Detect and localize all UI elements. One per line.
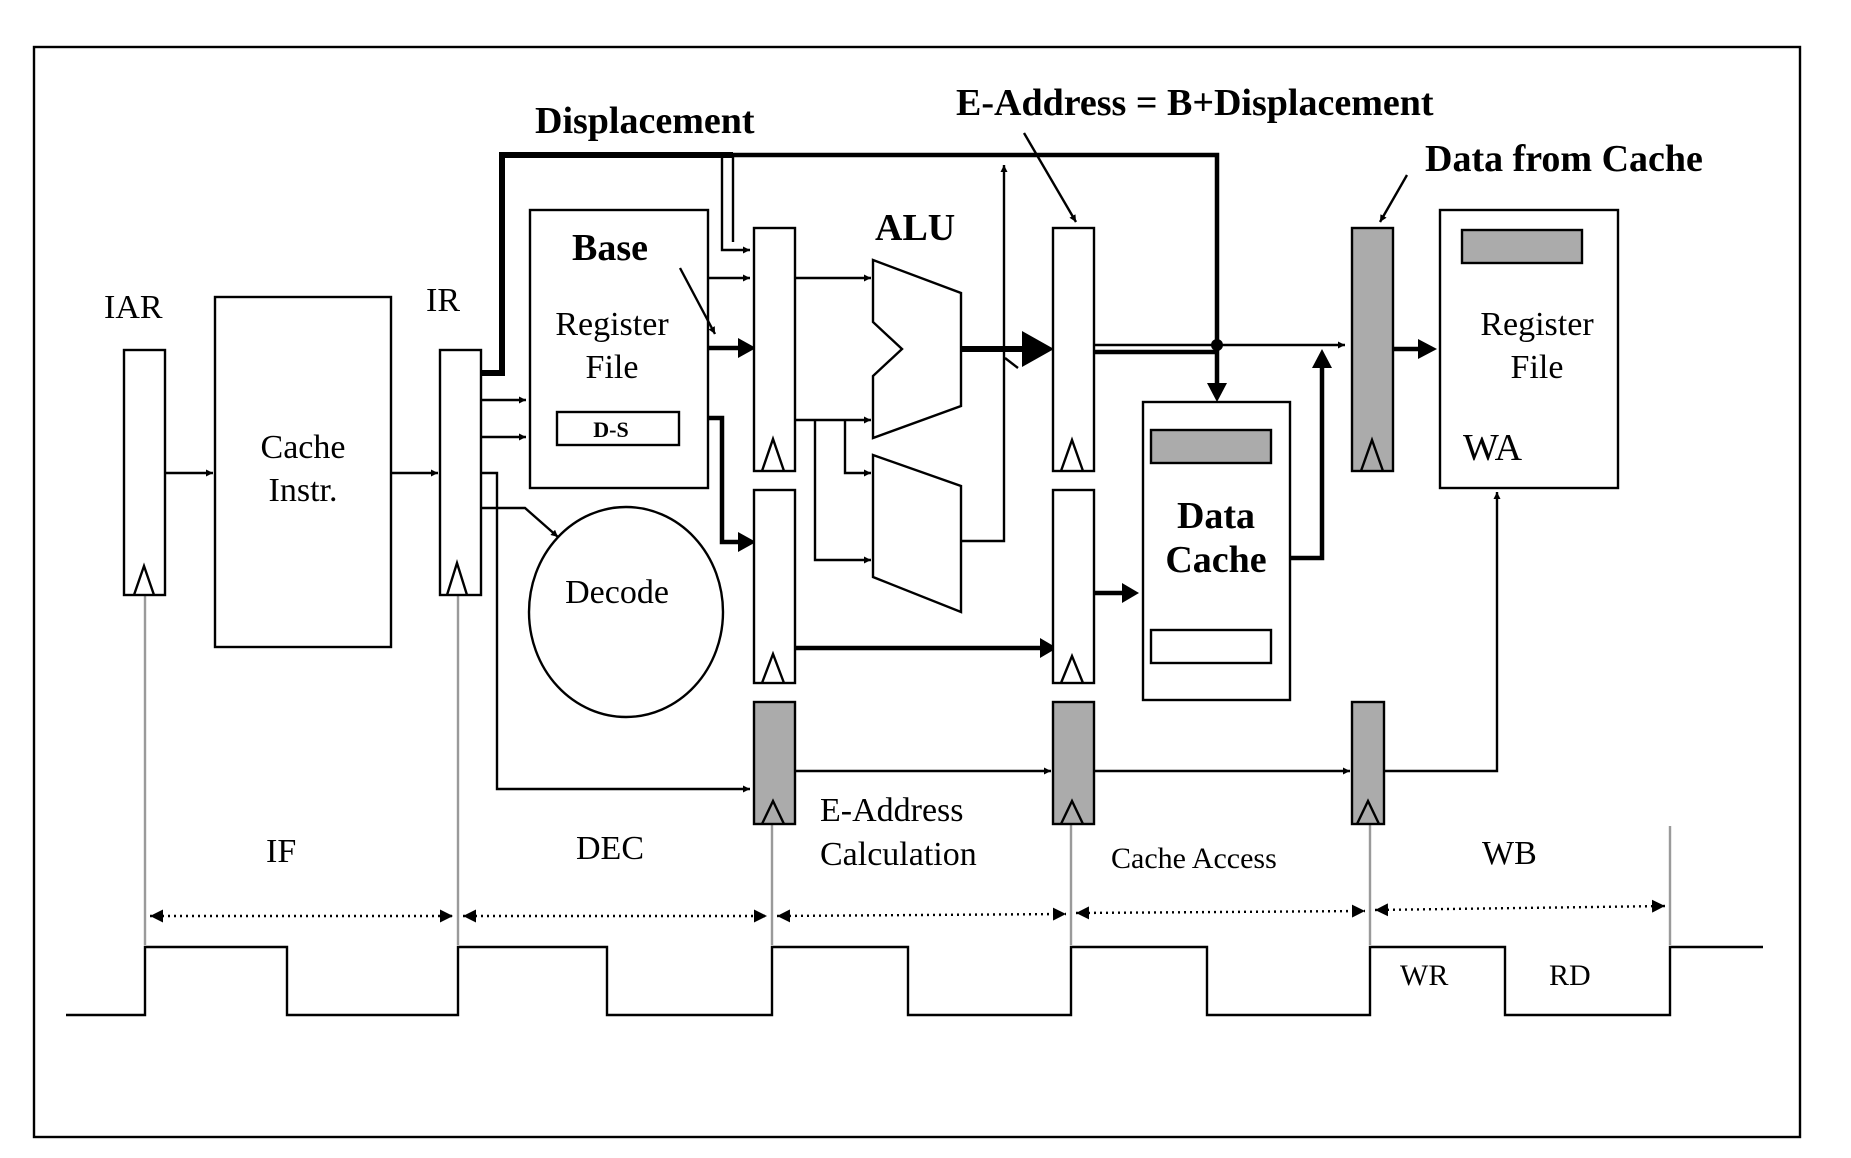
exreg-lower-to-mem-arrowhead — [1040, 638, 1057, 658]
ir-to-pipe-reg-arrow — [482, 471, 750, 793]
ds-field — [555, 410, 681, 447]
ir-register — [438, 348, 483, 597]
wr-label: WR — [1400, 959, 1448, 992]
stage-if-label: IF — [266, 833, 296, 870]
mem-register-upper — [1051, 226, 1096, 473]
displacement-label: Displacement — [535, 100, 755, 142]
ex-register-upper — [752, 226, 797, 473]
clock-lines — [143, 590, 1672, 945]
data-cache-label-1: Data — [1177, 495, 1255, 537]
decode-unit — [527, 505, 725, 719]
wb-data-register — [1350, 226, 1395, 473]
dcache-to-wb-reg-arrowhead — [1312, 349, 1332, 368]
data-cache-label-2: Cache — [1165, 539, 1266, 581]
data-cache — [1141, 400, 1292, 702]
stage-wb-label: WB — [1482, 835, 1537, 872]
adder-to-mem-reg-arrow — [962, 165, 1008, 543]
regfile-to-ex-lower-arrowhead — [738, 532, 756, 552]
alu-label: ALU — [875, 207, 955, 249]
alu-upper — [871, 258, 963, 440]
mem-register-lower — [1051, 488, 1096, 685]
stage-eaddr-label-2: Calculation — [820, 836, 977, 873]
wb-control-to-wa-arrow — [1385, 492, 1501, 773]
wb-reg-to-regfile-arrowhead — [1418, 339, 1437, 359]
dcache-to-wb-reg-thick — [1291, 362, 1325, 561]
bus-junction — [1211, 339, 1223, 351]
exreg-to-alu2-arrow-2 — [813, 420, 871, 564]
wa-label: WA — [1463, 427, 1523, 469]
alu-output-small-arrow — [1004, 357, 1019, 369]
decode-label: Decode — [565, 574, 669, 611]
wb-regfile-label-2: File — [1511, 349, 1564, 386]
data-cache-block-gray — [1149, 428, 1273, 465]
displacement-bus-to-ex — [720, 155, 750, 254]
stage-eaddr-label-1: E-Address — [820, 792, 964, 829]
alu-output-arrowhead — [1022, 331, 1054, 367]
iar-register — [122, 348, 167, 597]
stage-cache-access-label: Cache Access — [1111, 842, 1277, 875]
rd-label: RD — [1549, 959, 1591, 992]
mem-control-register — [1051, 700, 1096, 826]
regfile-label-2: File — [586, 349, 639, 386]
regfile-to-ex-lower-arrow — [709, 415, 744, 545]
stage-timing-arrows — [150, 899, 1666, 923]
data-cache-block-white — [1149, 628, 1273, 665]
cache-instr-label-1: Cache — [261, 429, 346, 466]
ds-label: D-S — [593, 417, 628, 442]
ex-control-register — [752, 700, 797, 826]
stage-dec-label: DEC — [576, 830, 644, 867]
register-file — [528, 208, 710, 490]
wb-control-register — [1350, 700, 1386, 826]
ir-to-decode-arrow — [482, 506, 559, 538]
exreg-to-alu2-arrow-1 — [843, 420, 871, 477]
diagram-frame — [32, 45, 1802, 1139]
displacement-bus-top — [733, 152, 1220, 397]
data-from-cache-pointer-arrow — [1378, 174, 1409, 223]
wb-regfile-label-1: Register — [1480, 306, 1594, 343]
clock-waveform — [66, 945, 1763, 1017]
adder-lower — [871, 453, 963, 614]
instruction-cache — [213, 295, 393, 649]
wb-regfile-gray-field — [1460, 228, 1584, 265]
regfile-label-1: Register — [555, 306, 669, 343]
regfile-to-ex-arrowhead-2 — [738, 338, 756, 358]
iar-label: IAR — [104, 289, 163, 326]
ex-register-lower — [752, 488, 797, 685]
displacement-bus — [482, 152, 733, 376]
base-pointer-arrow — [678, 267, 717, 335]
wb-register-file — [1438, 208, 1620, 490]
cache-instr-label-2: Instr. — [269, 472, 338, 509]
data-from-cache-label: Data from Cache — [1425, 138, 1703, 180]
displacement-to-dcache-arrowhead — [1207, 383, 1227, 402]
e-address-eq-label: E-Address = B+Displacement — [956, 82, 1434, 124]
e-address-pointer-arrow — [1022, 132, 1078, 223]
base-label: Base — [572, 227, 648, 269]
ir-label: IR — [426, 282, 460, 319]
mem-lower-to-dcache-arrowhead — [1122, 583, 1139, 603]
